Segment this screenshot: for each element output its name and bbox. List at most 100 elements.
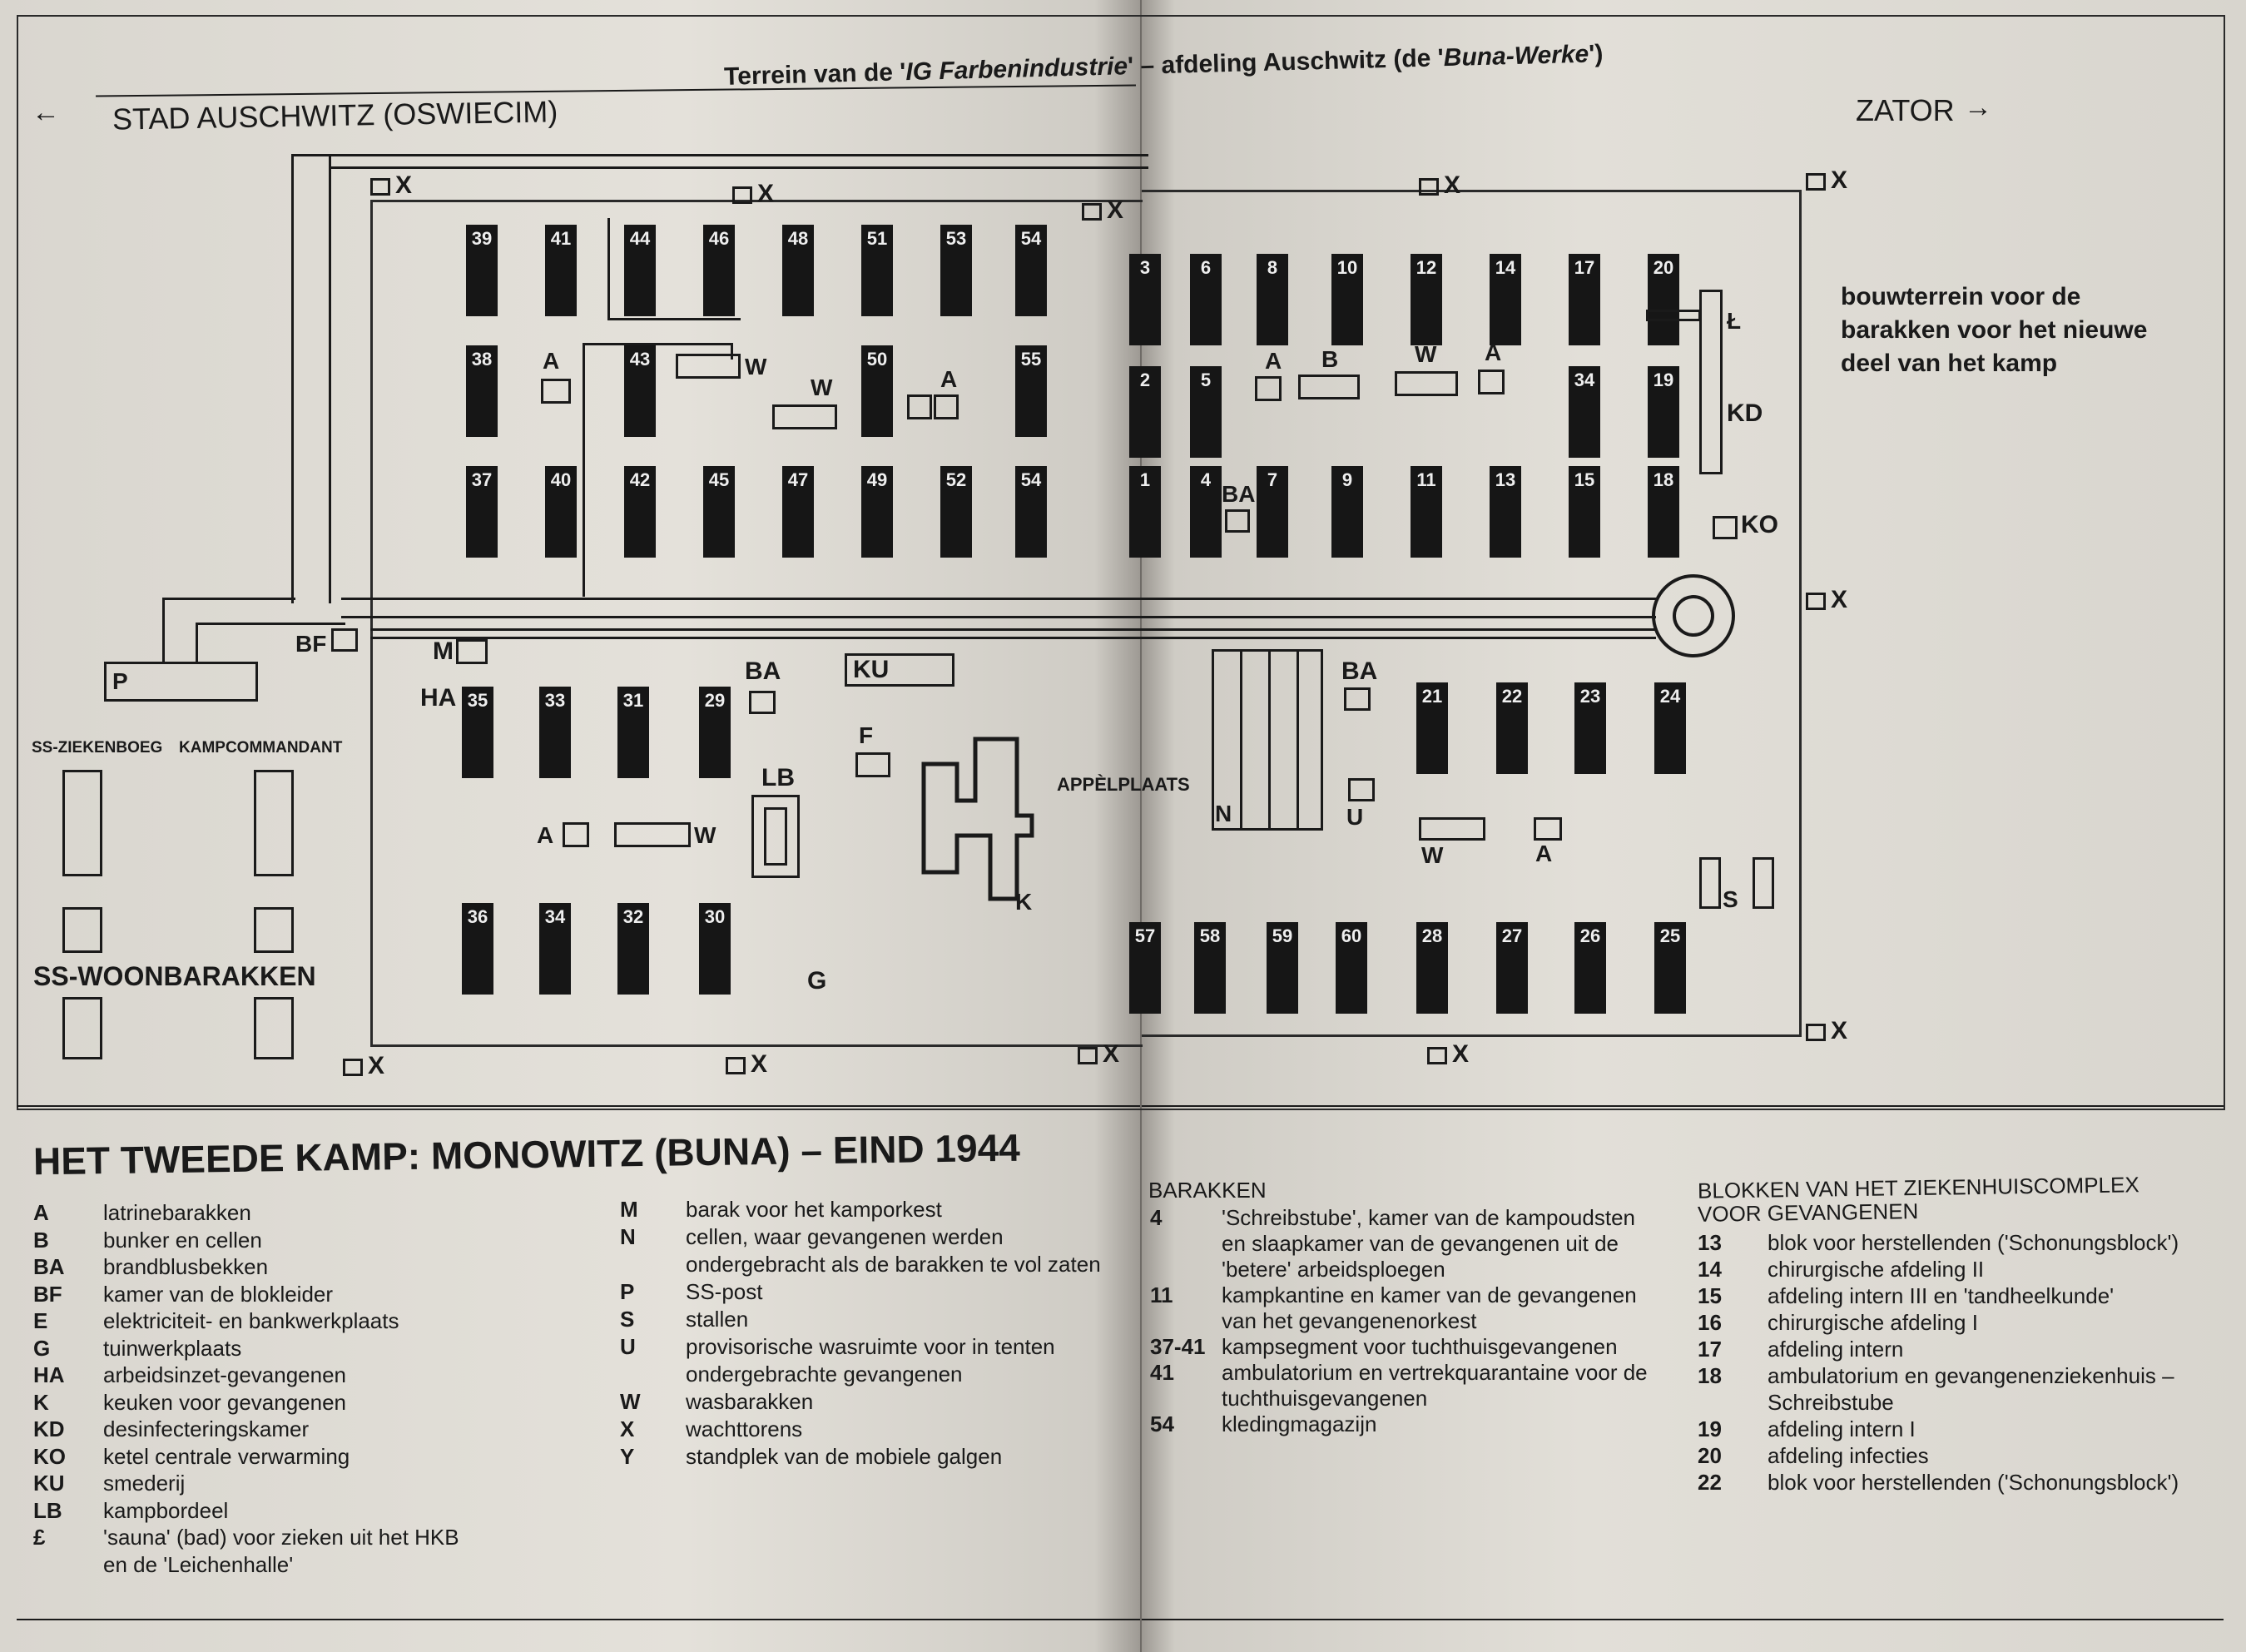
fence-inner-3 bbox=[583, 343, 585, 597]
roadway-line-2 bbox=[341, 616, 1656, 618]
label-a: A bbox=[1265, 348, 1282, 374]
roadway-line-3 bbox=[370, 628, 1656, 631]
ss-ziekenboeg-label: SS-ZIEKENBOEG bbox=[32, 739, 163, 757]
label-a: A bbox=[940, 366, 958, 392]
page-bottom-rule-left bbox=[17, 1619, 1140, 1620]
bouwterrein-line-2: barakken voor het nieuwe bbox=[1841, 316, 2148, 344]
barrack-block: 27 bbox=[1496, 922, 1528, 1014]
barrack-block: 18 bbox=[1648, 466, 1679, 558]
wash-barrack bbox=[1419, 817, 1485, 841]
pipe-w bbox=[676, 354, 741, 379]
barrack-block: 35 bbox=[462, 687, 493, 778]
map-frame-left bbox=[17, 15, 1142, 1110]
label-w: W bbox=[745, 354, 767, 380]
label-a: A bbox=[537, 822, 554, 848]
legend-code: X bbox=[620, 1416, 635, 1441]
legend-text: ondergebrachte gevangenen bbox=[686, 1362, 963, 1387]
latrine-box bbox=[563, 822, 589, 847]
barrack-block: 20 bbox=[1648, 254, 1679, 345]
legend-code: A bbox=[33, 1200, 49, 1225]
stable bbox=[1753, 857, 1774, 909]
barrack-block: 5 bbox=[1190, 366, 1222, 458]
legend-text: wachttorens bbox=[686, 1416, 803, 1441]
ss-barrack bbox=[254, 997, 294, 1059]
label-ha: HA bbox=[420, 684, 457, 712]
legend-entry: 'betere' arbeidsploegen bbox=[1150, 1257, 1445, 1282]
barrack-block: 26 bbox=[1574, 922, 1606, 1014]
bouwterrein-line-3: deel van het kamp bbox=[1841, 350, 2058, 377]
legend-entry: tuchthuisgevangenen bbox=[1150, 1386, 1427, 1411]
legend-text: afdeling intern bbox=[1768, 1337, 1904, 1362]
label-bf: BF bbox=[295, 631, 327, 657]
legend-text: wasbarakken bbox=[686, 1389, 814, 1414]
legend-entry: £'sauna' (bad) voor zieken uit het HKB bbox=[33, 1525, 459, 1550]
label-w: W bbox=[1421, 842, 1444, 868]
legend-text: desinfecteringskamer bbox=[103, 1416, 310, 1441]
legend-code: 41 bbox=[1150, 1360, 1174, 1385]
barrack-block: 8 bbox=[1257, 254, 1288, 345]
ss-barrack bbox=[62, 997, 102, 1059]
access-road-h bbox=[196, 623, 198, 664]
legend-code: LB bbox=[33, 1497, 62, 1523]
barrack-block: 10 bbox=[1331, 254, 1363, 345]
watchtower-x: X bbox=[1082, 196, 1123, 225]
barrack-block: 48 bbox=[782, 225, 814, 316]
barrack-block: 6 bbox=[1190, 254, 1222, 345]
legend-code: KD bbox=[33, 1416, 65, 1441]
latrine-box bbox=[1478, 370, 1505, 394]
legend-entry: 22 blok voor herstellenden ('Schonungsblo… bbox=[1698, 1470, 2179, 1496]
legend-text: latrinebarakken bbox=[103, 1200, 251, 1225]
legend-code: 22 bbox=[1698, 1470, 1722, 1495]
barrack-block: 28 bbox=[1416, 922, 1448, 1014]
label-w: W bbox=[694, 822, 716, 848]
legend-entry: KO ketel centrale verwarming bbox=[33, 1444, 350, 1470]
barrack-block: 22 bbox=[1496, 682, 1528, 774]
barrack-block: 21 bbox=[1416, 682, 1448, 774]
label-s: S bbox=[1723, 886, 1738, 912]
legend-text: keuken voor gevangenen bbox=[103, 1389, 347, 1415]
barrack-block: 42 bbox=[624, 466, 656, 558]
barrack-block: 36 bbox=[462, 903, 493, 995]
fence-inner-4 bbox=[583, 343, 732, 345]
label-ba: BA bbox=[1341, 657, 1378, 685]
label-l: Ł bbox=[1727, 308, 1742, 334]
wash-barrack bbox=[614, 822, 691, 847]
legend-code: 19 bbox=[1698, 1416, 1722, 1441]
label-lb: LB bbox=[761, 764, 795, 791]
latrine-box bbox=[1255, 376, 1282, 401]
latrine-box bbox=[934, 394, 959, 419]
blokken-heading-2: VOOR GEVANGENEN bbox=[1697, 1198, 1919, 1227]
label-w: W bbox=[1415, 341, 1437, 367]
commandant-building bbox=[254, 770, 294, 876]
legend-text: blok voor herstellenden ('Schonungsblock… bbox=[1768, 1470, 2179, 1495]
legend-code: KO bbox=[33, 1443, 66, 1469]
roadway-line-1 bbox=[341, 598, 1656, 600]
fence-inner-1 bbox=[607, 218, 610, 318]
legend-entry: Schreibstube bbox=[1698, 1390, 1894, 1416]
legend-text: smederij bbox=[103, 1471, 186, 1496]
page-bottom-rule-right bbox=[1142, 1619, 2224, 1620]
watchtower-x: X bbox=[726, 1050, 767, 1079]
legend-text: 'Schreibstube', kamer van de kampoudsten bbox=[1222, 1205, 1635, 1230]
label-w: W bbox=[811, 375, 833, 400]
workshop-f bbox=[855, 752, 890, 777]
legend-text: ketel centrale verwarming bbox=[103, 1443, 350, 1469]
label-a: A bbox=[1535, 841, 1553, 866]
barrack-block: 41 bbox=[545, 225, 577, 316]
barrack-block: 14 bbox=[1490, 254, 1521, 345]
barrack-block: 40 bbox=[545, 466, 577, 558]
barrack-block: 12 bbox=[1411, 254, 1442, 345]
barrack-block: 39 bbox=[466, 225, 498, 316]
barrack-block: 59 bbox=[1267, 922, 1298, 1014]
barrack-block: 15 bbox=[1569, 466, 1600, 558]
